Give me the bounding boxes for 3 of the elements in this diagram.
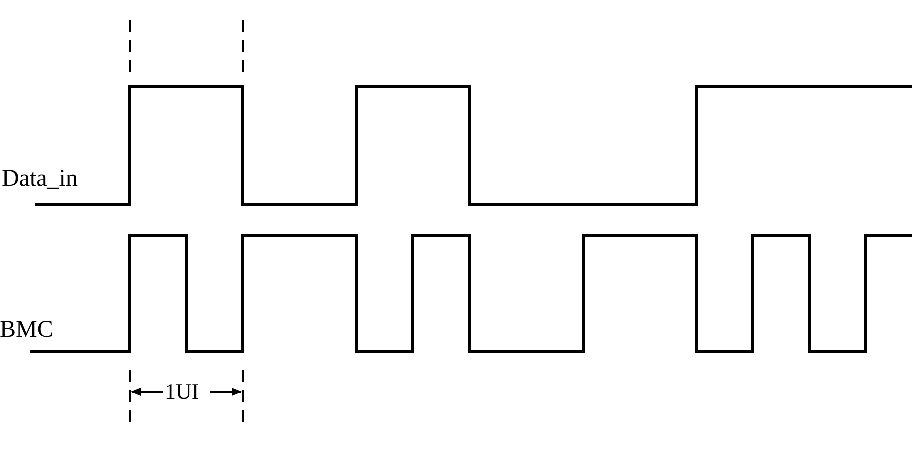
- signal-label: Data_in: [2, 167, 78, 191]
- dimension-label: 1UI: [165, 381, 200, 403]
- signal-label: BMC: [0, 318, 54, 342]
